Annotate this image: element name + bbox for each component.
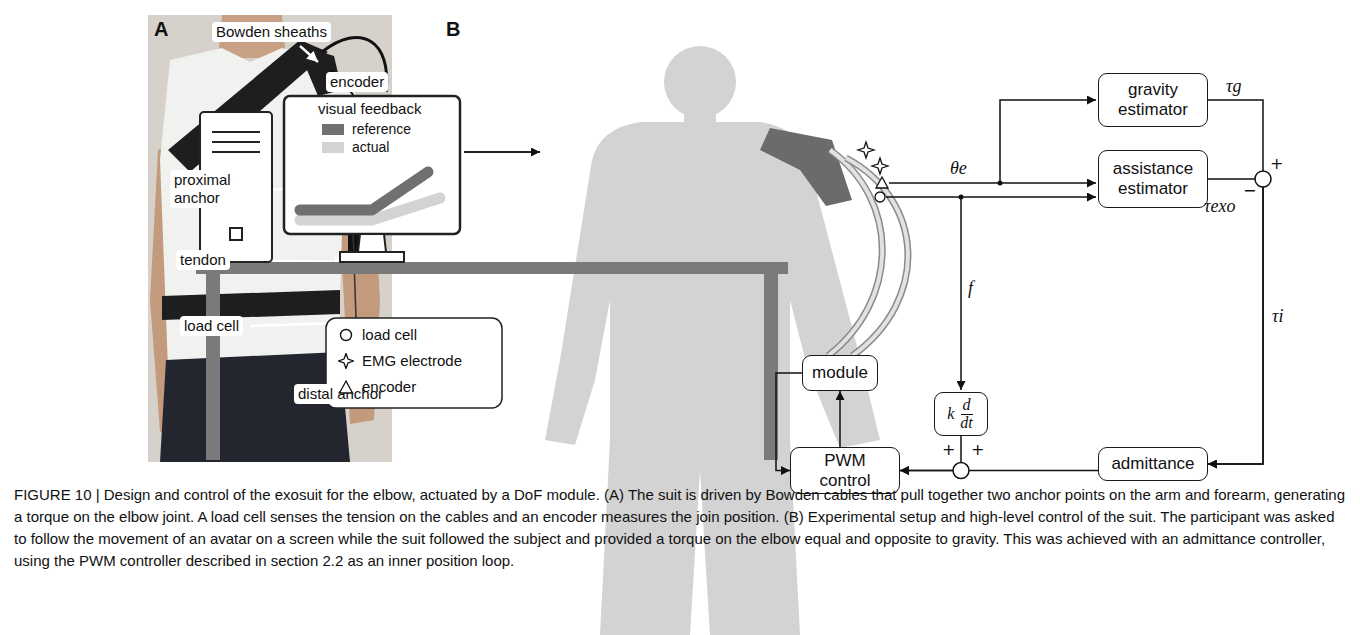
monitor — [300, 172, 428, 210]
controller-box: admittance — [1098, 447, 1208, 481]
photo-panel — [160, 352, 350, 462]
exosuit-harness — [846, 158, 908, 356]
box-label: admittance — [1111, 454, 1194, 474]
module-box: module — [802, 355, 878, 391]
legend-symbol — [338, 379, 354, 395]
junction-sign: + — [942, 440, 955, 459]
legend-symbol — [338, 327, 354, 343]
box-label: module — [812, 363, 868, 383]
junction-sign: − — [1243, 181, 1256, 200]
computer-tower — [230, 228, 242, 240]
person-silhouette — [664, 46, 736, 118]
person-silhouette — [545, 122, 880, 635]
signal-name: θe — [950, 158, 967, 179]
part-name: load cell — [180, 316, 243, 336]
monitor — [284, 96, 460, 234]
summing-junction — [1255, 171, 1271, 187]
signal-line — [1000, 100, 1096, 183]
branch-dot — [998, 181, 1003, 186]
legend-item: load cell — [338, 326, 417, 343]
screen-title: visual feedback — [318, 100, 421, 117]
legend-swatch — [322, 124, 344, 135]
legend-text: encoder — [362, 378, 416, 395]
exosuit-harness — [760, 128, 908, 356]
callout-arrow — [300, 46, 318, 62]
estimator-box: gravity estimator — [1098, 73, 1208, 127]
feedback-arrow — [464, 152, 540, 153]
signal-arrow — [839, 391, 841, 447]
sensor-symbol — [876, 177, 888, 188]
fraction: ddt — [958, 397, 974, 432]
legend-text: reference — [352, 121, 411, 137]
legend-item: EMG electrode — [338, 352, 462, 369]
sensor-symbol — [858, 142, 888, 202]
encoder-symbol — [340, 381, 353, 393]
figure-caption: FIGURE 10 | Design and control of the ex… — [14, 484, 1346, 572]
desk — [206, 274, 220, 460]
part-name: encoder — [326, 72, 388, 92]
box-label: gravity estimator — [1105, 80, 1201, 119]
desk — [196, 262, 788, 274]
junction-sign: + — [971, 440, 984, 459]
box-label: PWM control — [797, 451, 893, 490]
signal-name: τg — [1226, 76, 1241, 97]
photo-panel — [148, 15, 392, 462]
signal-arrow — [1208, 179, 1263, 464]
part-name: tendon — [176, 250, 230, 270]
panel-letter: B — [446, 18, 460, 41]
monitor — [358, 234, 386, 252]
junction-sign: + — [1270, 154, 1283, 173]
summing-junction — [953, 463, 969, 479]
photo-panel — [148, 15, 392, 462]
part-name: Bowden sheaths — [212, 22, 331, 42]
signal-line — [960, 197, 962, 390]
legend-symbol — [338, 353, 354, 369]
legend-text: EMG electrode — [362, 352, 462, 369]
computer-tower — [212, 131, 260, 133]
legend-swatch — [322, 142, 344, 153]
legend-item: actual — [322, 139, 389, 155]
signal-line — [886, 100, 1096, 390]
exosuit-harness — [846, 158, 908, 356]
branch-dot — [959, 195, 964, 200]
desk — [196, 262, 788, 460]
load-cell-symbol — [341, 329, 352, 340]
signal-name: τexo — [1204, 196, 1235, 217]
box-label: assistance estimator — [1105, 159, 1201, 198]
signal-line — [886, 196, 1096, 198]
signal-arrow — [1208, 100, 1263, 464]
branch-dot — [959, 181, 1003, 200]
legend-item: encoder — [338, 378, 416, 395]
signal-name: f — [968, 278, 973, 299]
gain-symbol: k — [947, 405, 954, 423]
panel-letter: A — [154, 18, 168, 41]
electrode-symbol — [339, 353, 354, 368]
exosuit-harness — [760, 128, 852, 206]
part-name: proximal anchor — [170, 170, 254, 208]
signal-name: τi — [1272, 306, 1283, 327]
derivative-box: kddt — [934, 392, 988, 436]
signal-arrow — [900, 436, 961, 471]
monitor — [284, 96, 460, 262]
monitor — [340, 252, 404, 262]
computer-tower — [212, 141, 260, 143]
signal-line — [889, 182, 1096, 184]
fraction-term: d — [961, 397, 973, 415]
sensor-symbol — [858, 142, 874, 158]
legend-text: actual — [352, 139, 389, 155]
sensor-symbol — [875, 192, 885, 202]
fraction-term: dt — [958, 415, 974, 432]
legend-text: load cell — [362, 326, 417, 343]
estimator-box: assistance estimator — [1098, 150, 1208, 208]
legend-item: reference — [322, 121, 411, 137]
feedback-arrow — [464, 151, 540, 153]
computer-tower — [212, 151, 260, 153]
sensor-symbol — [872, 158, 888, 174]
